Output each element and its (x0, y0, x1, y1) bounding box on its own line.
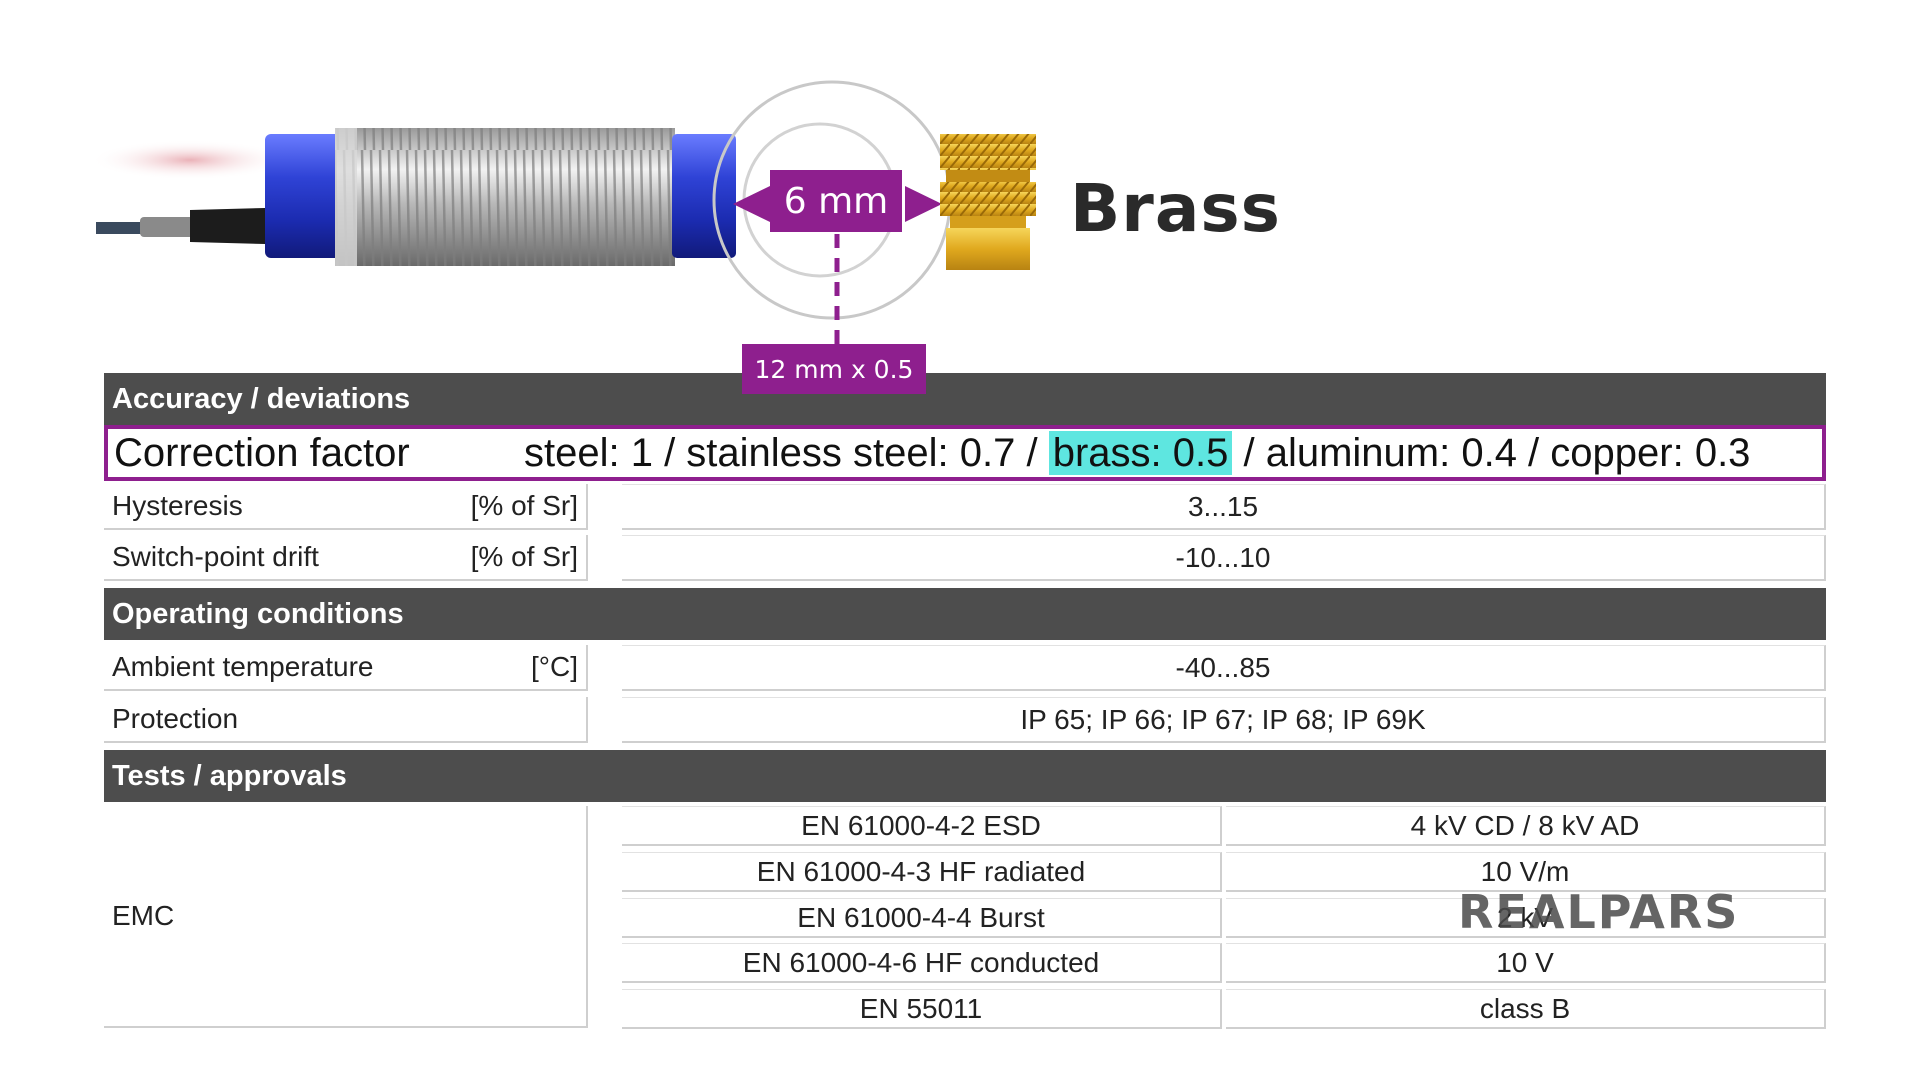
row-ambient-temperature-name: Ambient temperature [°C] (104, 645, 588, 691)
test-name: EN 61000-4-3 HF radiated (622, 852, 1222, 892)
row-protection-value: IP 65; IP 66; IP 67; IP 68; IP 69K (622, 697, 1826, 743)
test-result: 4 kV CD / 8 kV AD (1226, 806, 1826, 846)
brass-insert (940, 134, 1036, 170)
sensor-front-cap (672, 134, 736, 258)
correction-factor-row: Correction factor steel: 1 / stainless s… (104, 425, 1826, 481)
test-result: 10 V (1226, 943, 1826, 983)
test-name: EN 61000-4-6 HF conducted (622, 943, 1222, 983)
svg-text:REALPARS: REALPARS (1458, 886, 1739, 934)
arrow-right-icon (905, 186, 942, 222)
arrow-left-icon (733, 186, 770, 222)
unit: [°C] (531, 651, 578, 682)
row-switch-point-drift-value: -10...10 (622, 535, 1826, 581)
test-result: 2 kV (1226, 898, 1826, 938)
distance-label: 6 mm (770, 170, 902, 232)
row-ambient-temperature-value: -40...85 (622, 645, 1826, 691)
row-protection-name: Protection (104, 697, 588, 743)
sensor-rear-cap (265, 134, 343, 258)
row-switch-point-drift-name: Switch-point drift [% of Sr] (104, 535, 588, 581)
row-hysteresis-value: 3...15 (622, 484, 1826, 530)
test-name: EN 61000-4-4 Burst (622, 898, 1222, 938)
realpars-watermark-logo: REALPARS (1458, 886, 1739, 934)
emc-group-label: EMC (104, 806, 588, 1028)
correction-factor-name: Correction factor (114, 430, 410, 475)
test-result: class B (1226, 989, 1826, 1029)
row-hysteresis-name: Hysteresis [% of Sr] (104, 484, 588, 530)
section-header-tests: Tests / approvals (104, 750, 1826, 802)
test-name: EN 61000-4-2 ESD (622, 806, 1222, 846)
led-glow (90, 140, 290, 180)
test-result: 10 V/m (1226, 852, 1826, 892)
material-label: Brass (1070, 170, 1281, 247)
brass-highlight: brass: 0.5 (1048, 430, 1233, 475)
unit: [% of Sr] (470, 490, 578, 521)
correction-factor-values: steel: 1 / stainless steel: 0.7 / brass:… (524, 430, 1751, 475)
sensor-illustration (90, 80, 1036, 344)
section-header-operating: Operating conditions (104, 588, 1826, 640)
unit: [% of Sr] (470, 541, 578, 572)
thread-label: 12 mm x 0.5 (742, 344, 926, 394)
section-header-accuracy: Accuracy / deviations (104, 373, 1826, 425)
test-name: EN 55011 (622, 989, 1222, 1029)
